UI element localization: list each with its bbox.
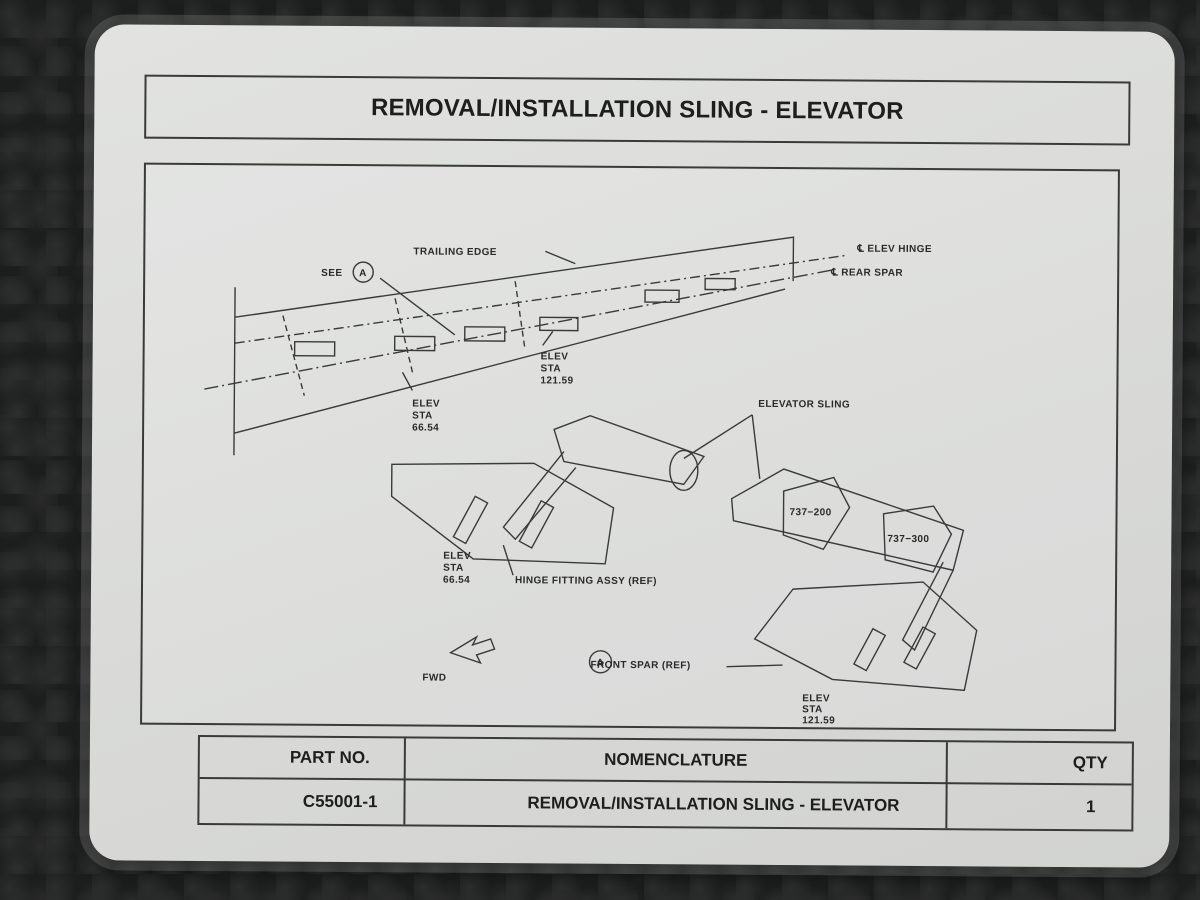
- fitting-slot-2: [518, 499, 555, 549]
- plate-737-200: [782, 476, 851, 551]
- label-see-a: A: [359, 268, 367, 279]
- hinge-block-4: [539, 316, 579, 332]
- label-elev-66: ELEV: [412, 398, 440, 409]
- sta-leader-66: [401, 372, 413, 391]
- elevator-skin-left: [390, 462, 615, 565]
- elevator-diagram: TRAILING EDGE ℄ ELEV HINGE ℄ REAR SPAR S…: [204, 236, 978, 726]
- plate-737-300: [882, 505, 953, 573]
- placard-title: REMOVAL/INSTALLATION SLING - ELEVATOR: [370, 94, 904, 125]
- label-fwd: FWD: [422, 673, 446, 684]
- hinge-block: [293, 340, 336, 357]
- fwd-arrow-icon: [448, 635, 496, 665]
- hinge-block-6: [704, 277, 736, 291]
- label-elev-left-detail: ELEV: [443, 551, 471, 562]
- sling-leader-left: [683, 414, 753, 459]
- rib-line-3: [514, 281, 526, 348]
- rib-line-2: [394, 298, 414, 373]
- label-sta-value-left-detail: 66.54: [443, 575, 470, 586]
- elevator-outline: [233, 287, 236, 456]
- hinge-block-5: [644, 289, 680, 304]
- hinge-block-2: [393, 335, 436, 352]
- label-elev-121: ELEV: [541, 351, 569, 362]
- label-trailing-edge: TRAILING EDGE: [413, 246, 497, 258]
- title-box: REMOVAL/INSTALLATION SLING - ELEVATOR: [144, 74, 1131, 146]
- label-detail-a: A: [596, 658, 604, 669]
- label-elevator-sling: ELEVATOR SLING: [758, 399, 850, 411]
- label-see: SEE: [321, 268, 342, 279]
- elevator-outline-lower: [233, 288, 786, 434]
- label-737-300: 737−300: [887, 534, 929, 545]
- label-sta-121: STA: [540, 363, 561, 374]
- sling-arm-right: [901, 561, 954, 652]
- sling-arm-left: [502, 451, 577, 541]
- fitting-slot-3: [852, 627, 887, 672]
- sling-beam-right: [730, 468, 965, 572]
- label-front-spar: FRONT SPAR (REF): [590, 660, 690, 672]
- label-sta-left-detail: STA: [443, 563, 464, 574]
- sling-leader-right: [751, 414, 761, 479]
- cell-nomenclature: REMOVAL/INSTALLATION SLING - ELEVATOR: [527, 793, 900, 815]
- fitting-slot: [452, 495, 489, 545]
- label-rear-spar: ℄ REAR SPAR: [830, 267, 903, 279]
- parts-table: PART NO. NOMENCLATURE QTY C55001-1 REMOV…: [197, 734, 1134, 832]
- detail-a-circle: [588, 650, 613, 674]
- rib-line: [282, 315, 306, 396]
- label-sta-value-121: 121.59: [540, 375, 573, 386]
- label-sta-right-detail: STA: [802, 704, 823, 715]
- trailing-edge-leader: [545, 250, 576, 265]
- sling-beam-left: [553, 414, 706, 486]
- label-elev-hinge: ℄ ELEV HINGE: [856, 244, 932, 256]
- sling-tube-end: [669, 449, 699, 492]
- elevator-skin-right: [753, 581, 978, 692]
- header-qty: QTY: [1072, 753, 1108, 773]
- fitting-slot-4: [902, 626, 937, 670]
- see-a-circle: [352, 261, 374, 283]
- label-sta-66: STA: [412, 410, 433, 421]
- label-sta-value-66: 66.54: [412, 422, 439, 433]
- diagram-panel: TRAILING EDGE ℄ ELEV HINGE ℄ REAR SPAR S…: [140, 162, 1120, 732]
- hinge-block-3: [464, 326, 506, 342]
- sta-leader-121: [542, 331, 554, 346]
- placard: REMOVAL/INSTALLATION SLING - ELEVATOR: [89, 24, 1175, 868]
- elevator-hinge-line: [234, 254, 846, 344]
- elevator-trailing-edge: [234, 236, 795, 318]
- cell-qty: 1: [1085, 797, 1096, 817]
- hinge-fitting-leader: [502, 544, 514, 576]
- front-spar-leader: [726, 664, 783, 668]
- header-nomenclature: NOMENCLATURE: [604, 749, 748, 770]
- header-part-no: PART NO.: [289, 747, 370, 768]
- label-hinge-fitting: HINGE FITTING ASSY (REF): [515, 575, 657, 587]
- label-737-200: 737−200: [790, 507, 832, 518]
- cell-part-no: C55001-1: [302, 791, 378, 812]
- see-a-leader: [379, 277, 456, 336]
- label-elev-right-detail: ELEV: [802, 693, 830, 704]
- label-sta-value-right-detail: 121.59: [802, 715, 835, 726]
